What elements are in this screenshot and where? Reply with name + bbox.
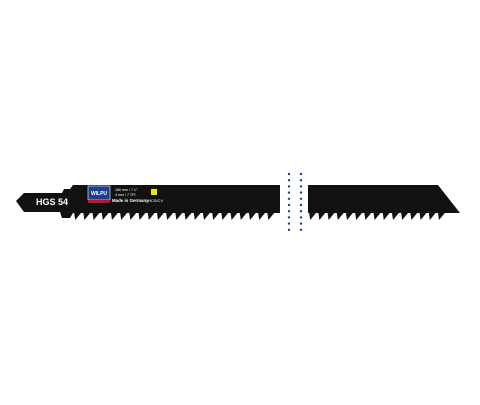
blade-tooth — [419, 212, 428, 220]
blade-tooth — [327, 212, 336, 220]
break-mark-dot — [299, 228, 303, 231]
break-mark-dot — [287, 197, 291, 200]
break-mark-dot — [299, 222, 303, 225]
blade-tooth — [202, 212, 211, 220]
blade-tooth — [309, 212, 317, 220]
spec-tpi: 4 mm / 7 TPI — [115, 193, 136, 197]
blade-tooth — [230, 212, 239, 220]
blade-tooth — [156, 212, 165, 220]
blade-tooth — [258, 212, 266, 220]
material-label: HCS/CV — [148, 198, 163, 203]
break-mark-dot — [299, 197, 303, 200]
blade-tooth — [410, 212, 419, 220]
blade-tooth — [355, 212, 363, 220]
break-mark-dot — [287, 210, 291, 213]
break-mark-dot — [299, 216, 303, 219]
break-mark-dot — [287, 222, 291, 225]
logo-red-strip — [88, 200, 110, 203]
blade-tooth — [74, 212, 82, 220]
blade-tooth — [110, 212, 119, 220]
blade-tooth — [175, 212, 184, 220]
break-mark-dot — [287, 203, 291, 207]
break-mark-dot — [299, 191, 303, 194]
blade-tooth — [267, 212, 276, 220]
break-mark-dot — [287, 228, 291, 231]
blade-tooth — [345, 212, 354, 220]
blade-tooth — [239, 212, 248, 220]
blade-model-label: HGS 54 — [36, 197, 68, 207]
blade-tooth — [138, 212, 147, 220]
break-mark-dot — [287, 172, 291, 176]
blade-tooth — [437, 212, 446, 220]
blade-tooth — [212, 212, 220, 220]
blade-tooth — [248, 212, 257, 220]
break-mark-dot — [287, 216, 291, 219]
blade-tooth — [428, 212, 437, 220]
break-mark-dot — [299, 210, 303, 213]
break-mark-dot — [287, 191, 291, 194]
blade-shank-and-left-section — [16, 185, 280, 218]
blade-tooth — [92, 212, 101, 220]
logo-text: WILPU — [91, 191, 107, 197]
blade-tooth — [101, 212, 110, 220]
blade-break-marks — [287, 172, 303, 231]
blade-tooth — [221, 212, 230, 220]
break-mark-dot — [299, 185, 303, 188]
blade-tooth — [401, 212, 409, 220]
blade-tooth — [193, 212, 202, 220]
blade-teeth-right — [309, 212, 446, 220]
blade-tooth — [364, 212, 373, 220]
blade-tooth — [336, 212, 345, 220]
blade-tooth — [373, 212, 382, 220]
break-mark-dot — [299, 203, 303, 207]
spec-length: 180 mm / 7.1" — [115, 188, 138, 192]
blade-tooth — [166, 212, 174, 220]
blade-tooth — [83, 212, 92, 220]
break-mark-dot — [287, 179, 291, 182]
origin-label: Made in Germany — [112, 198, 149, 203]
break-mark-dot — [299, 172, 303, 176]
blade-tooth — [120, 212, 128, 220]
material-color-square — [151, 189, 157, 195]
blade-teeth-left — [74, 212, 276, 220]
blade-tooth — [184, 212, 193, 220]
blade-tooth — [391, 212, 400, 220]
blade-tooth — [147, 212, 156, 220]
blade-tooth — [129, 212, 138, 220]
blade-tooth — [318, 212, 327, 220]
break-mark-dot — [287, 185, 291, 188]
break-mark-dot — [299, 179, 303, 182]
wilpu-logo: WILPU — [87, 185, 111, 203]
blade-right-section — [308, 185, 460, 213]
blade-tooth — [382, 212, 391, 220]
